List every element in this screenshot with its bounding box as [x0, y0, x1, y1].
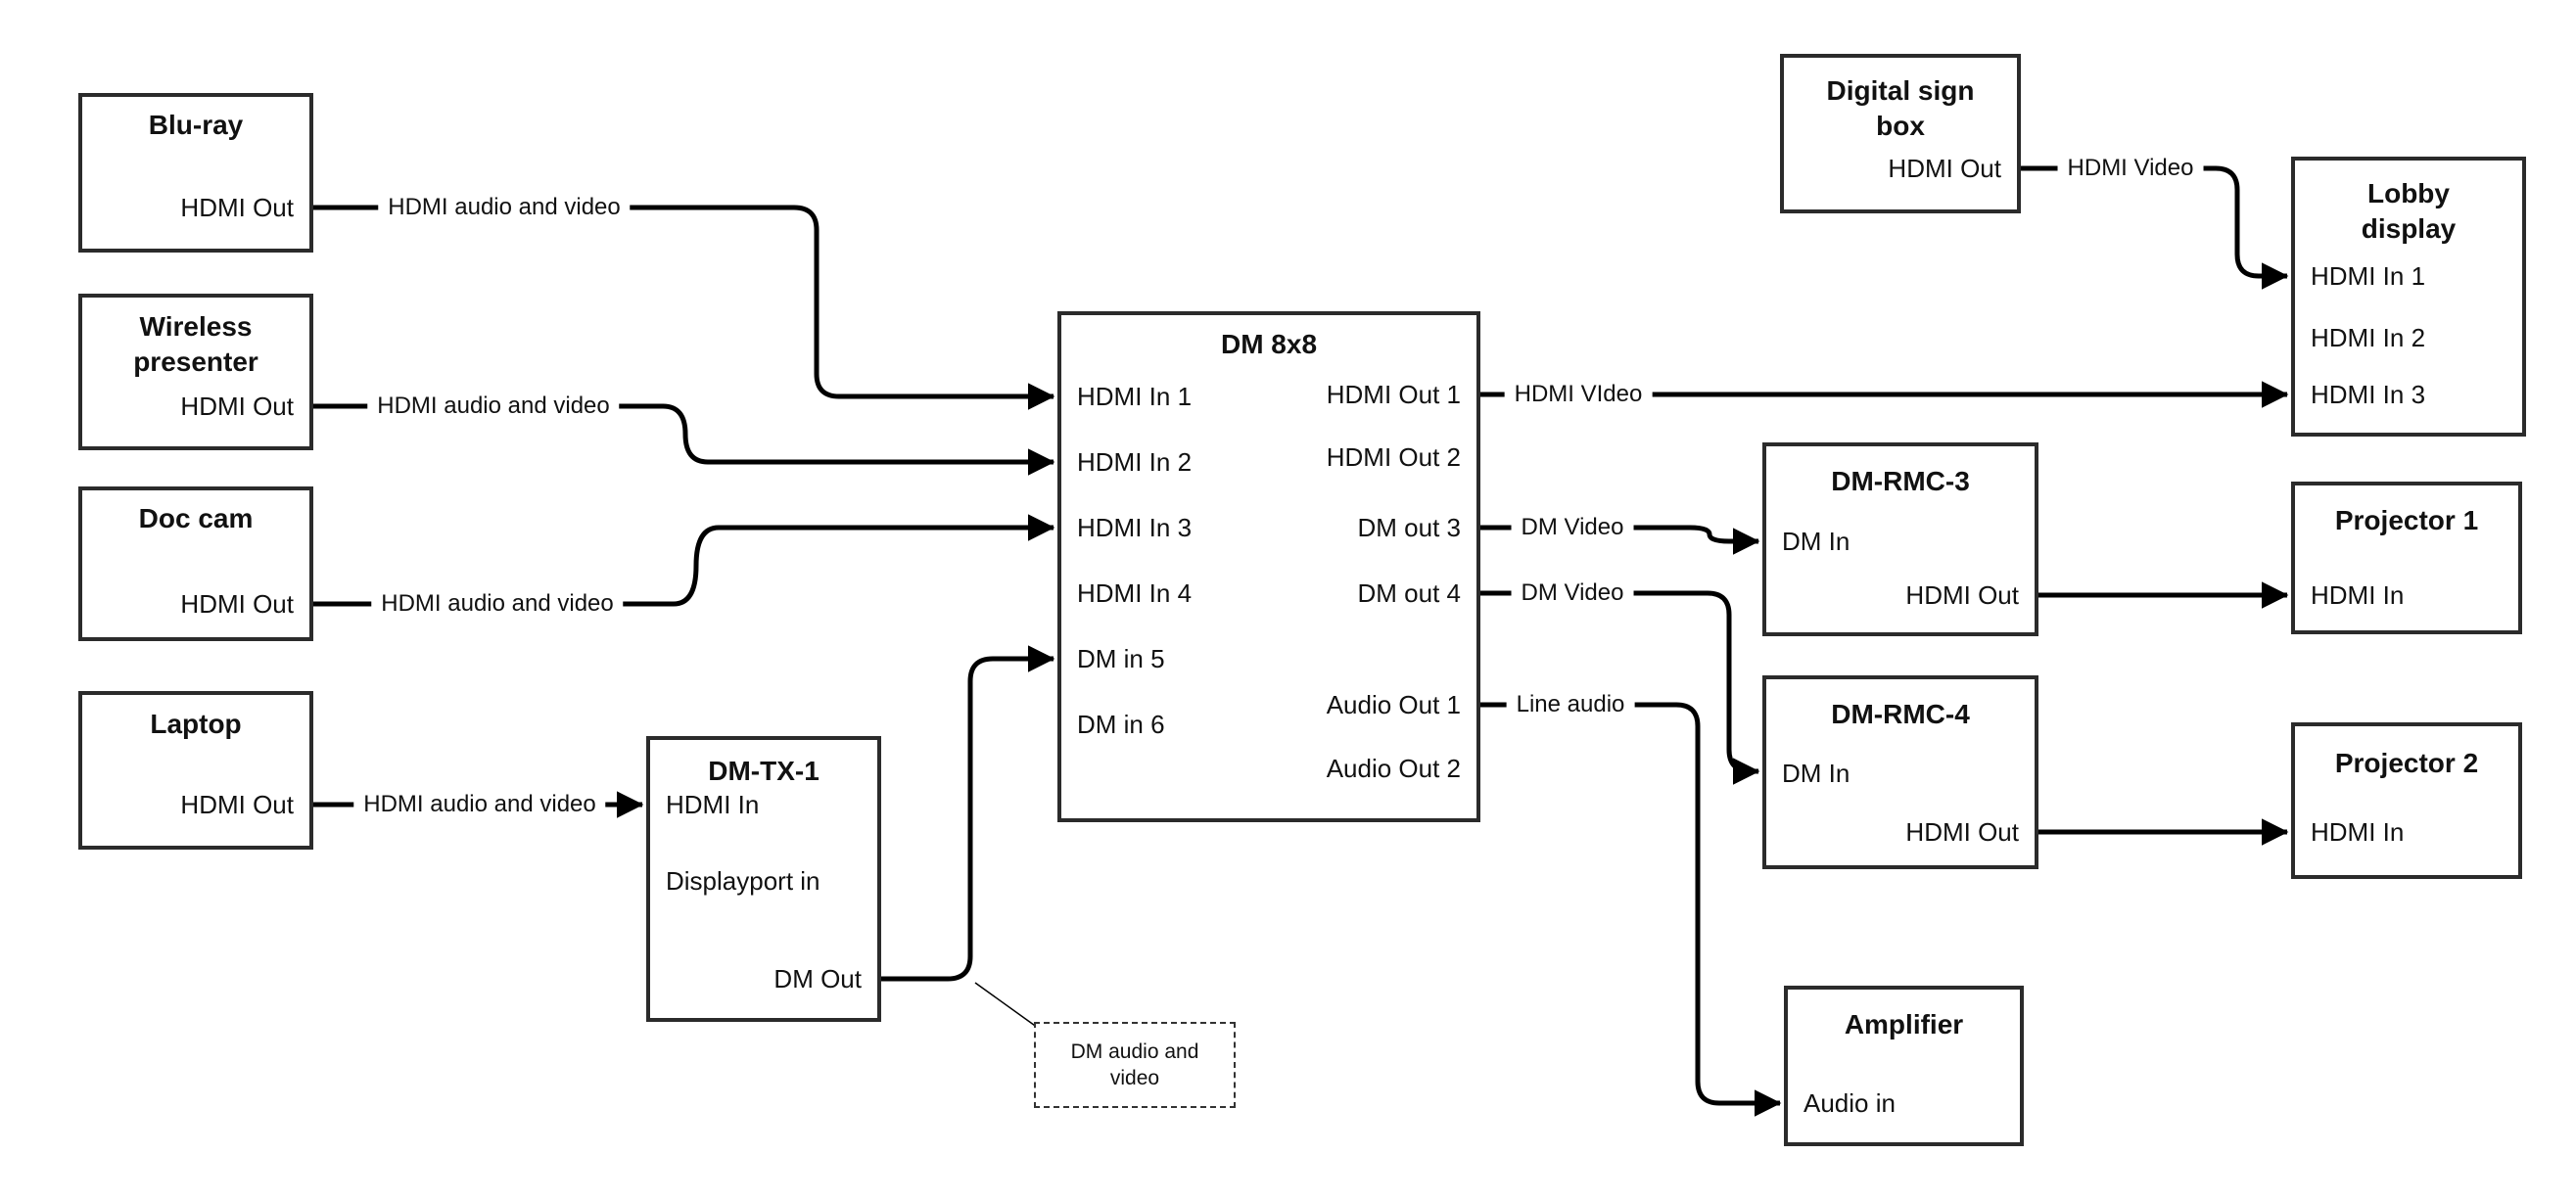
- node-projector-2: Projector 2 HDMI In: [2291, 722, 2522, 879]
- wire-doccam-to-dm8x8-in3: [313, 514, 1055, 607]
- wire-label-laptop-hdmi-av: HDMI audio and video: [353, 791, 606, 818]
- node-doc-cam: Doc cam HDMI Out: [78, 486, 313, 641]
- port-dm8x8-audio-out-2: Audio Out 2: [1326, 754, 1461, 783]
- port-dm8x8-hdmi-in-1: HDMI In 1: [1077, 382, 1193, 411]
- node-dm-tx-1-title: DM-TX-1: [708, 756, 820, 786]
- port-lobby-hdmi-in-1: HDMI In 1: [2311, 261, 2426, 291]
- port-lobby-hdmi-in-3: HDMI In 3: [2311, 380, 2426, 409]
- port-projector2-hdmi-in: HDMI In: [2311, 817, 2405, 847]
- node-dm-rmc-3-title: DM-RMC-3: [1831, 466, 1970, 496]
- wire-dm8x8-out4-to-rmc4-dmin: [1480, 590, 1760, 785]
- wire-dm8x8-out3-to-rmc3-dmin: [1480, 525, 1760, 555]
- port-dm8x8-hdmi-in-4: HDMI In 4: [1077, 578, 1193, 608]
- port-doccam-hdmi-out: HDMI Out: [180, 589, 294, 619]
- node-wireless-presenter: Wireless presenter HDMI Out: [78, 294, 313, 450]
- node-laptop: Laptop HDMI Out: [78, 691, 313, 850]
- wire-label-hdmi-video-sign: HDMI Video: [2057, 155, 2204, 182]
- port-dm8x8-hdmi-in-3: HDMI In 3: [1077, 513, 1193, 542]
- port-dm8x8-audio-out-1: Audio Out 1: [1326, 690, 1461, 719]
- wire-dmtx1-dmout-to-dm8x8-in5: [881, 645, 1055, 982]
- node-dm-8x8-title: DM 8x8: [1220, 329, 1318, 359]
- port-dm8x8-hdmi-in-2: HDMI In 2: [1077, 447, 1193, 477]
- port-lobby-hdmi-in-2: HDMI In 2: [2311, 323, 2426, 352]
- port-laptop-hdmi-out: HDMI Out: [180, 790, 294, 819]
- wire-wireless-to-dm8x8-in2: [313, 403, 1055, 476]
- wire-bluray-to-dm8x8-in1: [313, 205, 1055, 410]
- wire-digitalsign-to-lobby-in1: [2021, 165, 2289, 290]
- node-digital-sign-box-title: Digital sign box: [1826, 75, 1975, 141]
- port-rmc3-dm-in: DM In: [1782, 527, 1850, 556]
- node-laptop-title: Laptop: [150, 709, 242, 739]
- node-amplifier-title: Amplifier: [1844, 1009, 1964, 1039]
- node-amplifier: Amplifier Audio in: [1784, 986, 2024, 1146]
- node-bluray-title: Blu-ray: [148, 110, 244, 140]
- port-dm8x8-hdmi-out-2: HDMI Out 2: [1326, 442, 1461, 472]
- wire-label-wireless-hdmi-av: HDMI audio and video: [367, 393, 620, 420]
- node-digital-sign-box: Digital sign box HDMI Out: [1780, 54, 2021, 213]
- node-dm-rmc-3: DM-RMC-3 DM In HDMI Out: [1762, 442, 2038, 636]
- port-dm8x8-hdmi-out-1: HDMI Out 1: [1326, 380, 1461, 409]
- port-rmc3-hdmi-out: HDMI Out: [1905, 580, 2019, 610]
- node-projector-1: Projector 1 HDMI In: [2291, 482, 2522, 634]
- port-rmc4-hdmi-out: HDMI Out: [1905, 817, 2019, 847]
- node-dm-tx-1: DM-TX-1 HDMI In Displayport in DM Out: [646, 736, 881, 1022]
- port-dm8x8-dm-out-3: DM out 3: [1357, 513, 1462, 542]
- node-projector-1-title: Projector 1: [2334, 505, 2479, 535]
- port-dmtx1-dm-out: DM Out: [773, 964, 862, 993]
- wire-label-bluray-hdmi-av: HDMI audio and video: [378, 194, 631, 221]
- port-dm8x8-dm-in-5: DM in 5: [1077, 644, 1165, 673]
- node-doc-cam-title: Doc cam: [138, 503, 254, 533]
- wire-label-dm-video-out3: DM Video: [1511, 514, 1634, 541]
- port-amplifier-audio-in: Audio in: [1803, 1088, 1896, 1118]
- wire-label-dm-video-out4: DM Video: [1511, 579, 1634, 607]
- port-dm8x8-dm-out-4: DM out 4: [1357, 578, 1462, 608]
- wire-label-doccam-hdmi-av: HDMI audio and video: [371, 590, 624, 618]
- port-rmc4-dm-in: DM In: [1782, 759, 1850, 788]
- wire-label-line-audio: Line audio: [1506, 691, 1635, 718]
- callout-dm-audio-and-video: DM audio and video: [1034, 1022, 1236, 1108]
- node-lobby-display: Lobby display HDMI In 1 HDMI In 2 HDMI I…: [2291, 157, 2526, 437]
- node-projector-2-title: Projector 2: [2334, 748, 2479, 778]
- node-lobby-display-title: Lobby display: [2361, 178, 2457, 244]
- port-dm8x8-dm-in-6: DM in 6: [1077, 710, 1165, 739]
- port-projector1-hdmi-in: HDMI In: [2311, 580, 2405, 610]
- node-dm-rmc-4: DM-RMC-4 DM In HDMI Out: [1762, 675, 2038, 869]
- node-wireless-presenter-title: Wireless presenter: [133, 311, 258, 377]
- node-dm-8x8: DM 8x8 HDMI In 1 HDMI In 2 HDMI In 3 HDM…: [1057, 311, 1480, 822]
- node-bluray: Blu-ray HDMI Out: [78, 93, 313, 253]
- port-digitalsign-hdmi-out: HDMI Out: [1888, 154, 2001, 183]
- wire-label-hdmi-video-out1: HDMI VIdeo: [1504, 381, 1653, 408]
- wire-dm8x8-audioout1-to-amp: [1480, 702, 1782, 1117]
- callout-text: DM audio and video: [1070, 1040, 1199, 1089]
- node-dm-rmc-4-title: DM-RMC-4: [1831, 699, 1970, 729]
- port-dmtx1-hdmi-in: HDMI In: [666, 790, 760, 819]
- port-bluray-hdmi-out: HDMI Out: [180, 193, 294, 222]
- callout-connector-line: [974, 982, 1039, 1029]
- port-wireless-hdmi-out: HDMI Out: [180, 392, 294, 421]
- port-dmtx1-displayport-in: Displayport in: [666, 866, 820, 896]
